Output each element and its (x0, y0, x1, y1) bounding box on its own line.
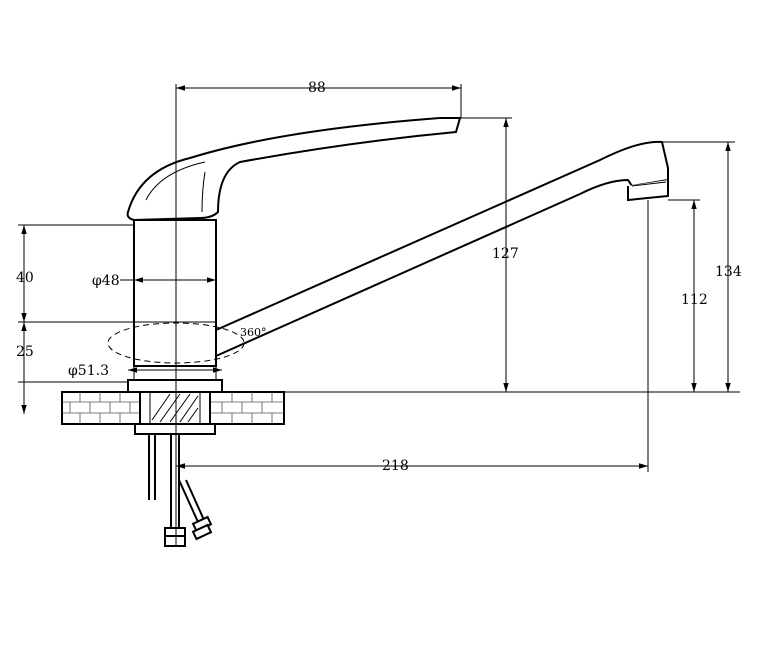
supply-hoses (148, 434, 213, 547)
swivel-angle-label: 360° (240, 326, 267, 339)
dim-label-134: 134 (715, 264, 742, 280)
dim-label-40: 40 (16, 270, 34, 286)
dim-label-48: φ48 (92, 273, 120, 289)
extension-lines (18, 84, 740, 472)
dim-label-127: 127 (492, 246, 519, 262)
threaded-shank (134, 389, 216, 435)
dim-label-88: 88 (308, 80, 326, 96)
dim-label-112: 112 (681, 292, 708, 308)
lever-handle (126, 117, 462, 222)
dim-label-218: 218 (382, 458, 409, 474)
base-ring (127, 366, 223, 393)
dim-label-25: 25 (16, 344, 34, 360)
dim-label-51: φ51.3 (68, 363, 109, 379)
swivel-spout (215, 140, 669, 358)
faucet-body (133, 219, 217, 367)
